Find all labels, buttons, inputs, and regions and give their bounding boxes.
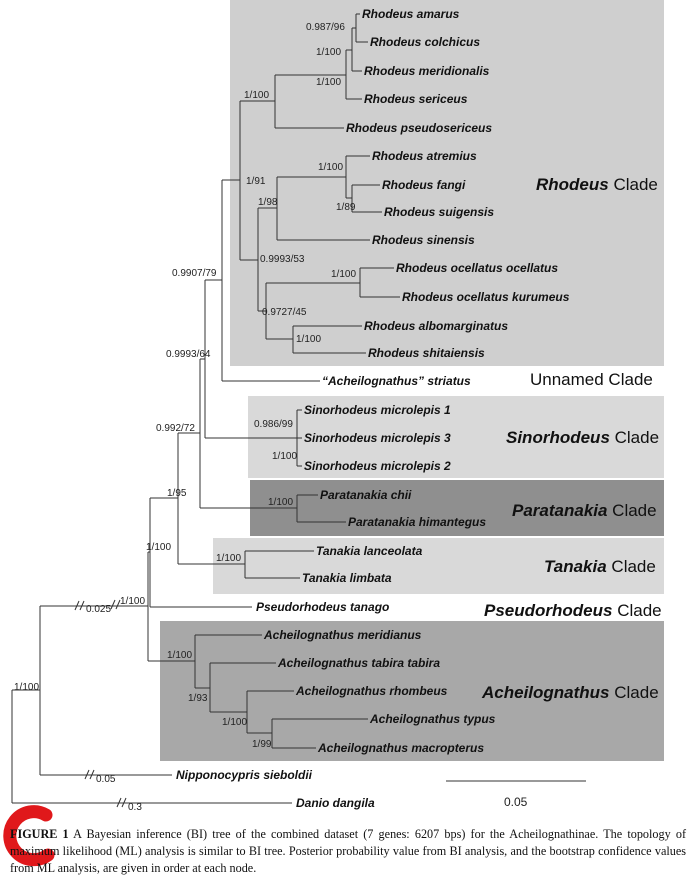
node-support: 1/100 xyxy=(272,451,297,462)
node-support: 0.9727/45 xyxy=(262,307,307,318)
node-support: 1/100 xyxy=(146,542,171,553)
taxon-label: Sinorhodeus microlepis 3 xyxy=(304,431,451,445)
taxon-label: Rhodeus shitaiensis xyxy=(368,346,485,360)
tree-branches xyxy=(11,13,400,808)
taxon-label: Rhodeus fangi xyxy=(382,178,466,192)
scale-bar-label: 0.05 xyxy=(504,795,528,809)
taxon-label: Rhodeus ocellatus kurumeus xyxy=(402,290,570,304)
taxon-label: “Acheilognathus” striatus xyxy=(322,374,471,388)
clade-label-unnamed: Unnamed Clade xyxy=(530,370,653,389)
taxon-label: Danio dangila xyxy=(296,796,375,810)
node-support: 0.3 xyxy=(128,802,142,813)
node-support: 1/93 xyxy=(188,693,208,704)
node-support: 0.9993/53 xyxy=(260,254,305,265)
node-support: 1/89 xyxy=(336,202,356,213)
clade-box-tanakia xyxy=(213,538,664,594)
node-support: 0.987/96 xyxy=(306,22,345,33)
taxon-label: Rhodeus sericeus xyxy=(364,92,468,106)
clade-box-paratanakia xyxy=(250,480,664,536)
figure-caption: FIGURE 1 A Bayesian inference (BI) tree … xyxy=(10,826,686,877)
taxon-label: Acheilognathus tabira tabira xyxy=(277,656,440,670)
node-support: 0.05 xyxy=(96,774,116,785)
node-support: 1/100 xyxy=(167,650,192,661)
taxon-label: Tanakia limbata xyxy=(302,571,392,585)
node-support: 1/100 xyxy=(222,717,247,728)
node-support: 1/100 xyxy=(316,77,341,88)
clade-box-acheilognathus xyxy=(160,621,664,761)
taxon-label: Paratanakia chii xyxy=(320,488,412,502)
node-support: 1/100 xyxy=(318,162,343,173)
taxon-label: Pseudorhodeus tanago xyxy=(256,600,389,614)
taxon-label: Acheilognathus rhombeus xyxy=(295,684,448,698)
node-support: 1/100 xyxy=(216,553,241,564)
taxon-label: Sinorhodeus microlepis 2 xyxy=(304,459,451,473)
taxa-labels: Rhodeus amarus Rhodeus colchicus Rhodeus… xyxy=(176,7,570,810)
taxon-label: Acheilognathus meridianus xyxy=(263,628,422,642)
node-support: 1/98 xyxy=(258,197,278,208)
taxon-label: Rhodeus atremius xyxy=(372,149,477,163)
caption-label: FIGURE 1 xyxy=(10,827,69,841)
taxon-label: Paratanakia himantegus xyxy=(348,515,486,529)
clade-label-paratanakia: Paratanakia Clade xyxy=(512,501,657,520)
node-support: 1/100 xyxy=(14,682,39,693)
clade-label-tanakia: Tanakia Clade xyxy=(544,557,656,576)
taxon-label: Rhodeus meridionalis xyxy=(364,64,490,78)
clade-labels: Rhodeus Clade Unnamed Clade Sinorhodeus … xyxy=(481,175,662,702)
node-support: 1/100 xyxy=(316,47,341,58)
node-support: 1/99 xyxy=(252,739,272,750)
taxon-label: Rhodeus ocellatus ocellatus xyxy=(396,261,558,275)
taxon-label: Tanakia lanceolata xyxy=(316,544,423,558)
node-support: 0.025 xyxy=(86,604,111,615)
node-support: 1/100 xyxy=(244,90,269,101)
taxon-label: Rhodeus albomarginatus xyxy=(364,319,508,333)
publisher-logo-icon xyxy=(3,805,55,867)
support-values: 0.987/96 1/100 1/100 1/100 1/100 1/89 1/… xyxy=(14,22,356,813)
clade-label-sinorhodeus: Sinorhodeus Clade xyxy=(506,428,659,447)
scale-bar: 0.05 xyxy=(446,780,586,809)
node-support: 0.986/99 xyxy=(254,419,293,430)
taxon-label: Nipponocypris sieboldii xyxy=(176,768,313,782)
node-support: 1/100 xyxy=(268,497,293,508)
taxon-label: Acheilognathus macropterus xyxy=(317,741,484,755)
node-support: 1/100 xyxy=(331,269,356,280)
taxon-label: Rhodeus colchicus xyxy=(370,35,480,49)
taxon-label: Rhodeus amarus xyxy=(362,7,460,21)
phylogenetic-tree: Rhodeus amarus Rhodeus colchicus Rhodeus… xyxy=(11,0,664,813)
node-support: 0.9907/79 xyxy=(172,268,217,279)
node-support: 1/100 xyxy=(120,596,145,607)
taxon-label: Rhodeus pseudosericeus xyxy=(346,121,492,135)
node-support: 0.9993/64 xyxy=(166,349,211,360)
node-support: 1/100 xyxy=(296,334,321,345)
clade-label-acheilognathus: Acheilognathus Clade xyxy=(481,683,659,702)
clade-box-rhodeus xyxy=(230,0,664,366)
clade-label-rhodeus: Rhodeus Clade xyxy=(536,175,658,194)
taxon-label: Rhodeus suigensis xyxy=(384,205,494,219)
node-support: 0.992/72 xyxy=(156,423,195,434)
taxon-label: Sinorhodeus microlepis 1 xyxy=(304,403,451,417)
node-support: 1/95 xyxy=(167,488,187,499)
clade-label-pseudorhodeus: Pseudorhodeus Clade xyxy=(484,601,662,620)
taxon-label: Acheilognathus typus xyxy=(369,712,496,726)
caption-text: A Bayesian inference (BI) tree of the co… xyxy=(10,827,686,875)
node-support: 1/91 xyxy=(246,176,266,187)
clade-box-sinorhodeus xyxy=(248,396,664,478)
taxon-label: Rhodeus sinensis xyxy=(372,233,475,247)
